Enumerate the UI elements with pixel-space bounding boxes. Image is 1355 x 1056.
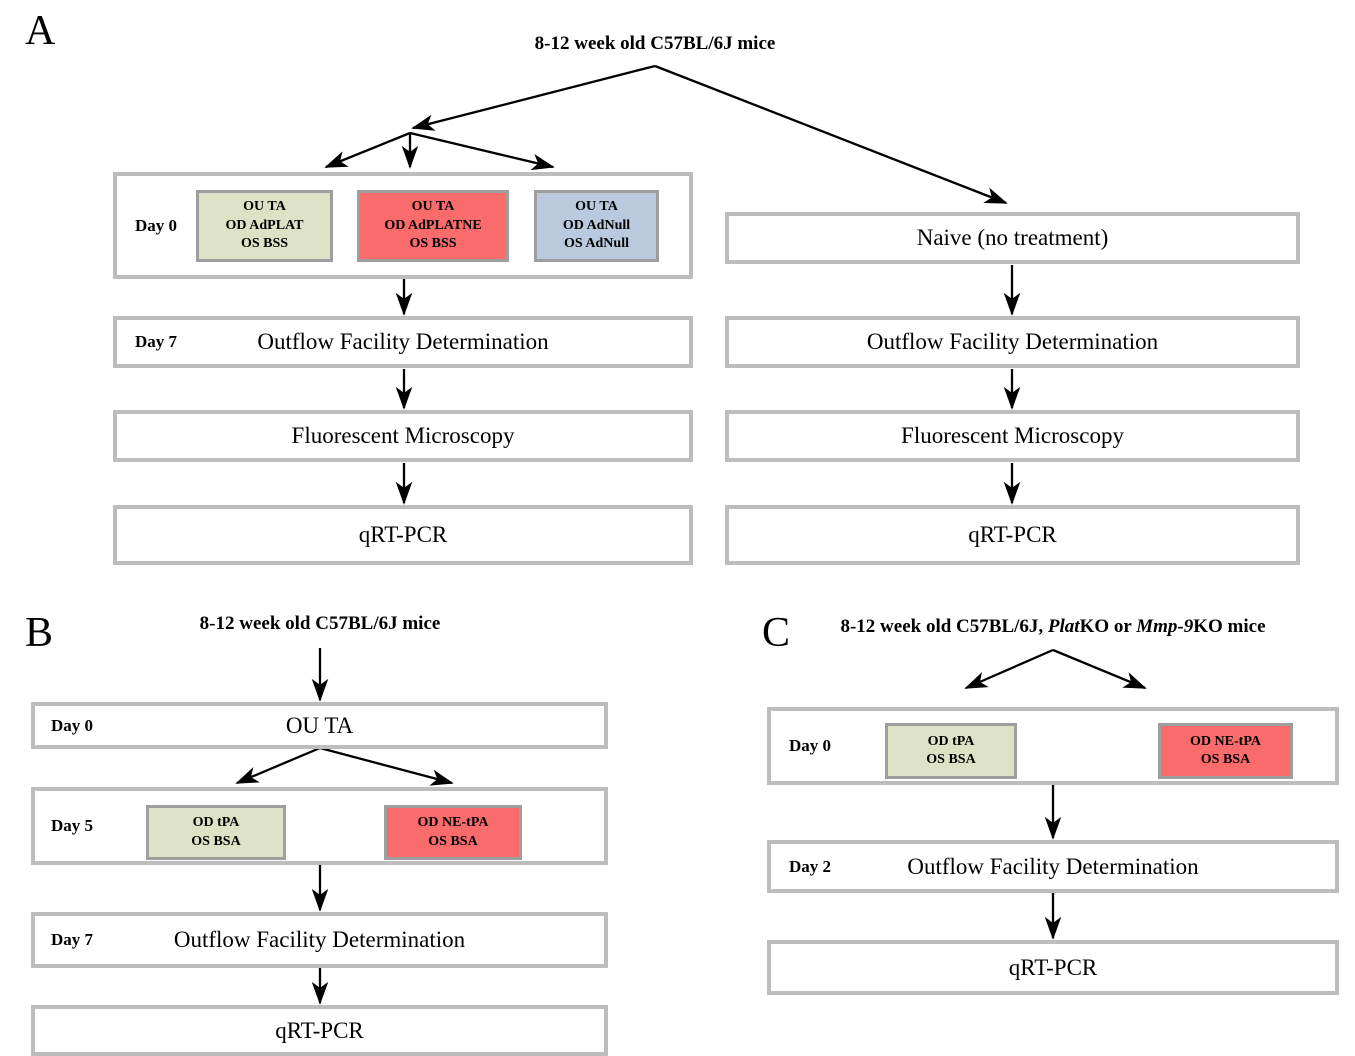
panel-a-left-step-outflow: Day 7 Outflow Facility Determination [113, 316, 693, 368]
panel-c-step-outflow-text: Outflow Facility Determination [907, 853, 1199, 879]
panel-a-title: 8-12 week old C57BL/6J mice [534, 33, 776, 54]
panel-c-title-part: KO or [1079, 616, 1137, 637]
chip-line: OS BSA [191, 833, 241, 849]
panel-c-letter: C [762, 610, 791, 656]
panel-b-day0-text: OU TA [285, 712, 354, 738]
panel-a-left-step-microscopy-text: Fluorescent Microscopy [291, 423, 515, 448]
panel-b-chip-netpa[interactable]: OD NE-tPA OS BSA [384, 805, 522, 860]
panel-b-chip-tpa[interactable]: OD tPA OS BSA [146, 805, 286, 860]
panel-a-left-step-qrtpcr-text: qRT-PCR [358, 522, 448, 547]
panel-c-step-qrtpcr-text: qRT-PCR [1008, 954, 1098, 980]
panel-a-letter: A [25, 8, 56, 54]
chip-line: OS BSS [240, 236, 289, 252]
panel-b-step-qrtpcr: qRT-PCR [31, 1005, 608, 1056]
chip-line: OS BSS [409, 236, 457, 252]
panel-a-right-step-naive: Naive (no treatment) [725, 212, 1300, 264]
panel-a-right-step-outflow: Outflow Facility Determination [725, 316, 1300, 368]
chip-line: OD AdPLAT [225, 217, 304, 233]
chip-line: OS AdNull [564, 236, 629, 252]
chip-line: OU TA [575, 199, 618, 215]
panel-a-right-step-microscopy-text: Fluorescent Microscopy [901, 423, 1124, 448]
chip-line: OS BSA [428, 833, 478, 849]
panel-b-day7-label: Day 7 [51, 930, 94, 949]
panel-c-title-part-italic: Plat [1047, 616, 1080, 637]
panel-c-chip-tpa[interactable]: OD tPA OS BSA [885, 723, 1017, 779]
chip-line: OD NE-tPA [1190, 733, 1261, 749]
panel-a-left-step-qrtpcr: qRT-PCR [113, 505, 693, 565]
panel-c-step-qrtpcr: qRT-PCR [767, 940, 1339, 995]
panel-a-right-step-naive-text: Naive (no treatment) [916, 225, 1109, 250]
chip-line: OS BSA [926, 752, 976, 767]
panel-c-title-part-italic: Mmp-9 [1136, 616, 1194, 637]
panel-a-day0-label: Day 0 [135, 215, 178, 235]
chip-line: OD AdPLATNE [384, 217, 482, 233]
panel-b-title: 8-12 week old C57BL/6J mice [199, 613, 441, 634]
panel-c-day0-label: Day 0 [789, 736, 832, 755]
chip-line: OD tPA [192, 815, 240, 831]
panel-a-arrow-junction-to-chip-3 [409, 131, 555, 171]
panel-a-arrow-junction-to-chip-1 [324, 131, 411, 169]
panel-c-title: 8-12 week old C57BL/6J, PlatKO or Mmp-9K… [840, 616, 1265, 638]
panel-c-chip-netpa[interactable]: OD NE-tPA OS BSA [1158, 723, 1293, 779]
panel-c-title-part: 8-12 week old C57BL/6J, [840, 616, 1048, 637]
panel-c-connectors [964, 648, 1147, 940]
chip-line: OD NE-tPA [417, 815, 489, 831]
chip-line: OS BSA [1200, 752, 1251, 767]
panel-b-letter: B [25, 610, 54, 656]
chip-line: OU TA [243, 199, 286, 215]
panel-b-day0-label: Day 0 [51, 715, 94, 735]
chip-line: OD tPA [927, 733, 975, 749]
panel-b-day0-box: Day 0 OU TA [31, 702, 608, 749]
panel-c-title-part: KO mice [1193, 616, 1266, 637]
chip-line: OU TA [411, 199, 455, 215]
panel-c-day2-label: Day 2 [789, 856, 832, 876]
panel-a-chip-adnull[interactable]: OU TA OD AdNull OS AdNull [534, 190, 659, 262]
panel-a-arrow-title-to-naive [654, 64, 1008, 205]
panel-b-step-qrtpcr-text: qRT-PCR [275, 1017, 364, 1043]
panel-b-step-outflow: Day 7 Outflow Facility Determination [31, 912, 608, 968]
panel-c-step-outflow: Day 2 Outflow Facility Determination [767, 840, 1339, 893]
panel-a-right-step-outflow-text: Outflow Facility Determination [866, 329, 1159, 354]
panel-a-arrow-title-to-junction [411, 64, 656, 131]
panel-a-right-step-qrtpcr: qRT-PCR [725, 505, 1300, 565]
panel-a-chip-adplatne[interactable]: OU TA OD AdPLATNE OS BSS [357, 190, 509, 262]
panel-a-right-step-microscopy: Fluorescent Microscopy [725, 410, 1300, 462]
chip-line: OD AdNull [562, 217, 631, 233]
panel-a-chip-adplat[interactable]: OU TA OD AdPLAT OS BSS [196, 190, 333, 262]
panel-a-left-step-outflow-text: Outflow Facility Determination [257, 329, 549, 354]
panel-a-right-step-qrtpcr-text: qRT-PCR [968, 522, 1057, 547]
panel-a-left-step-microscopy: Fluorescent Microscopy [113, 410, 693, 462]
panel-a-day7-label: Day 7 [135, 332, 178, 351]
panel-b-day5-label: Day 5 [51, 816, 94, 835]
panel-b-step-outflow-text: Outflow Facility Determination [173, 927, 466, 952]
